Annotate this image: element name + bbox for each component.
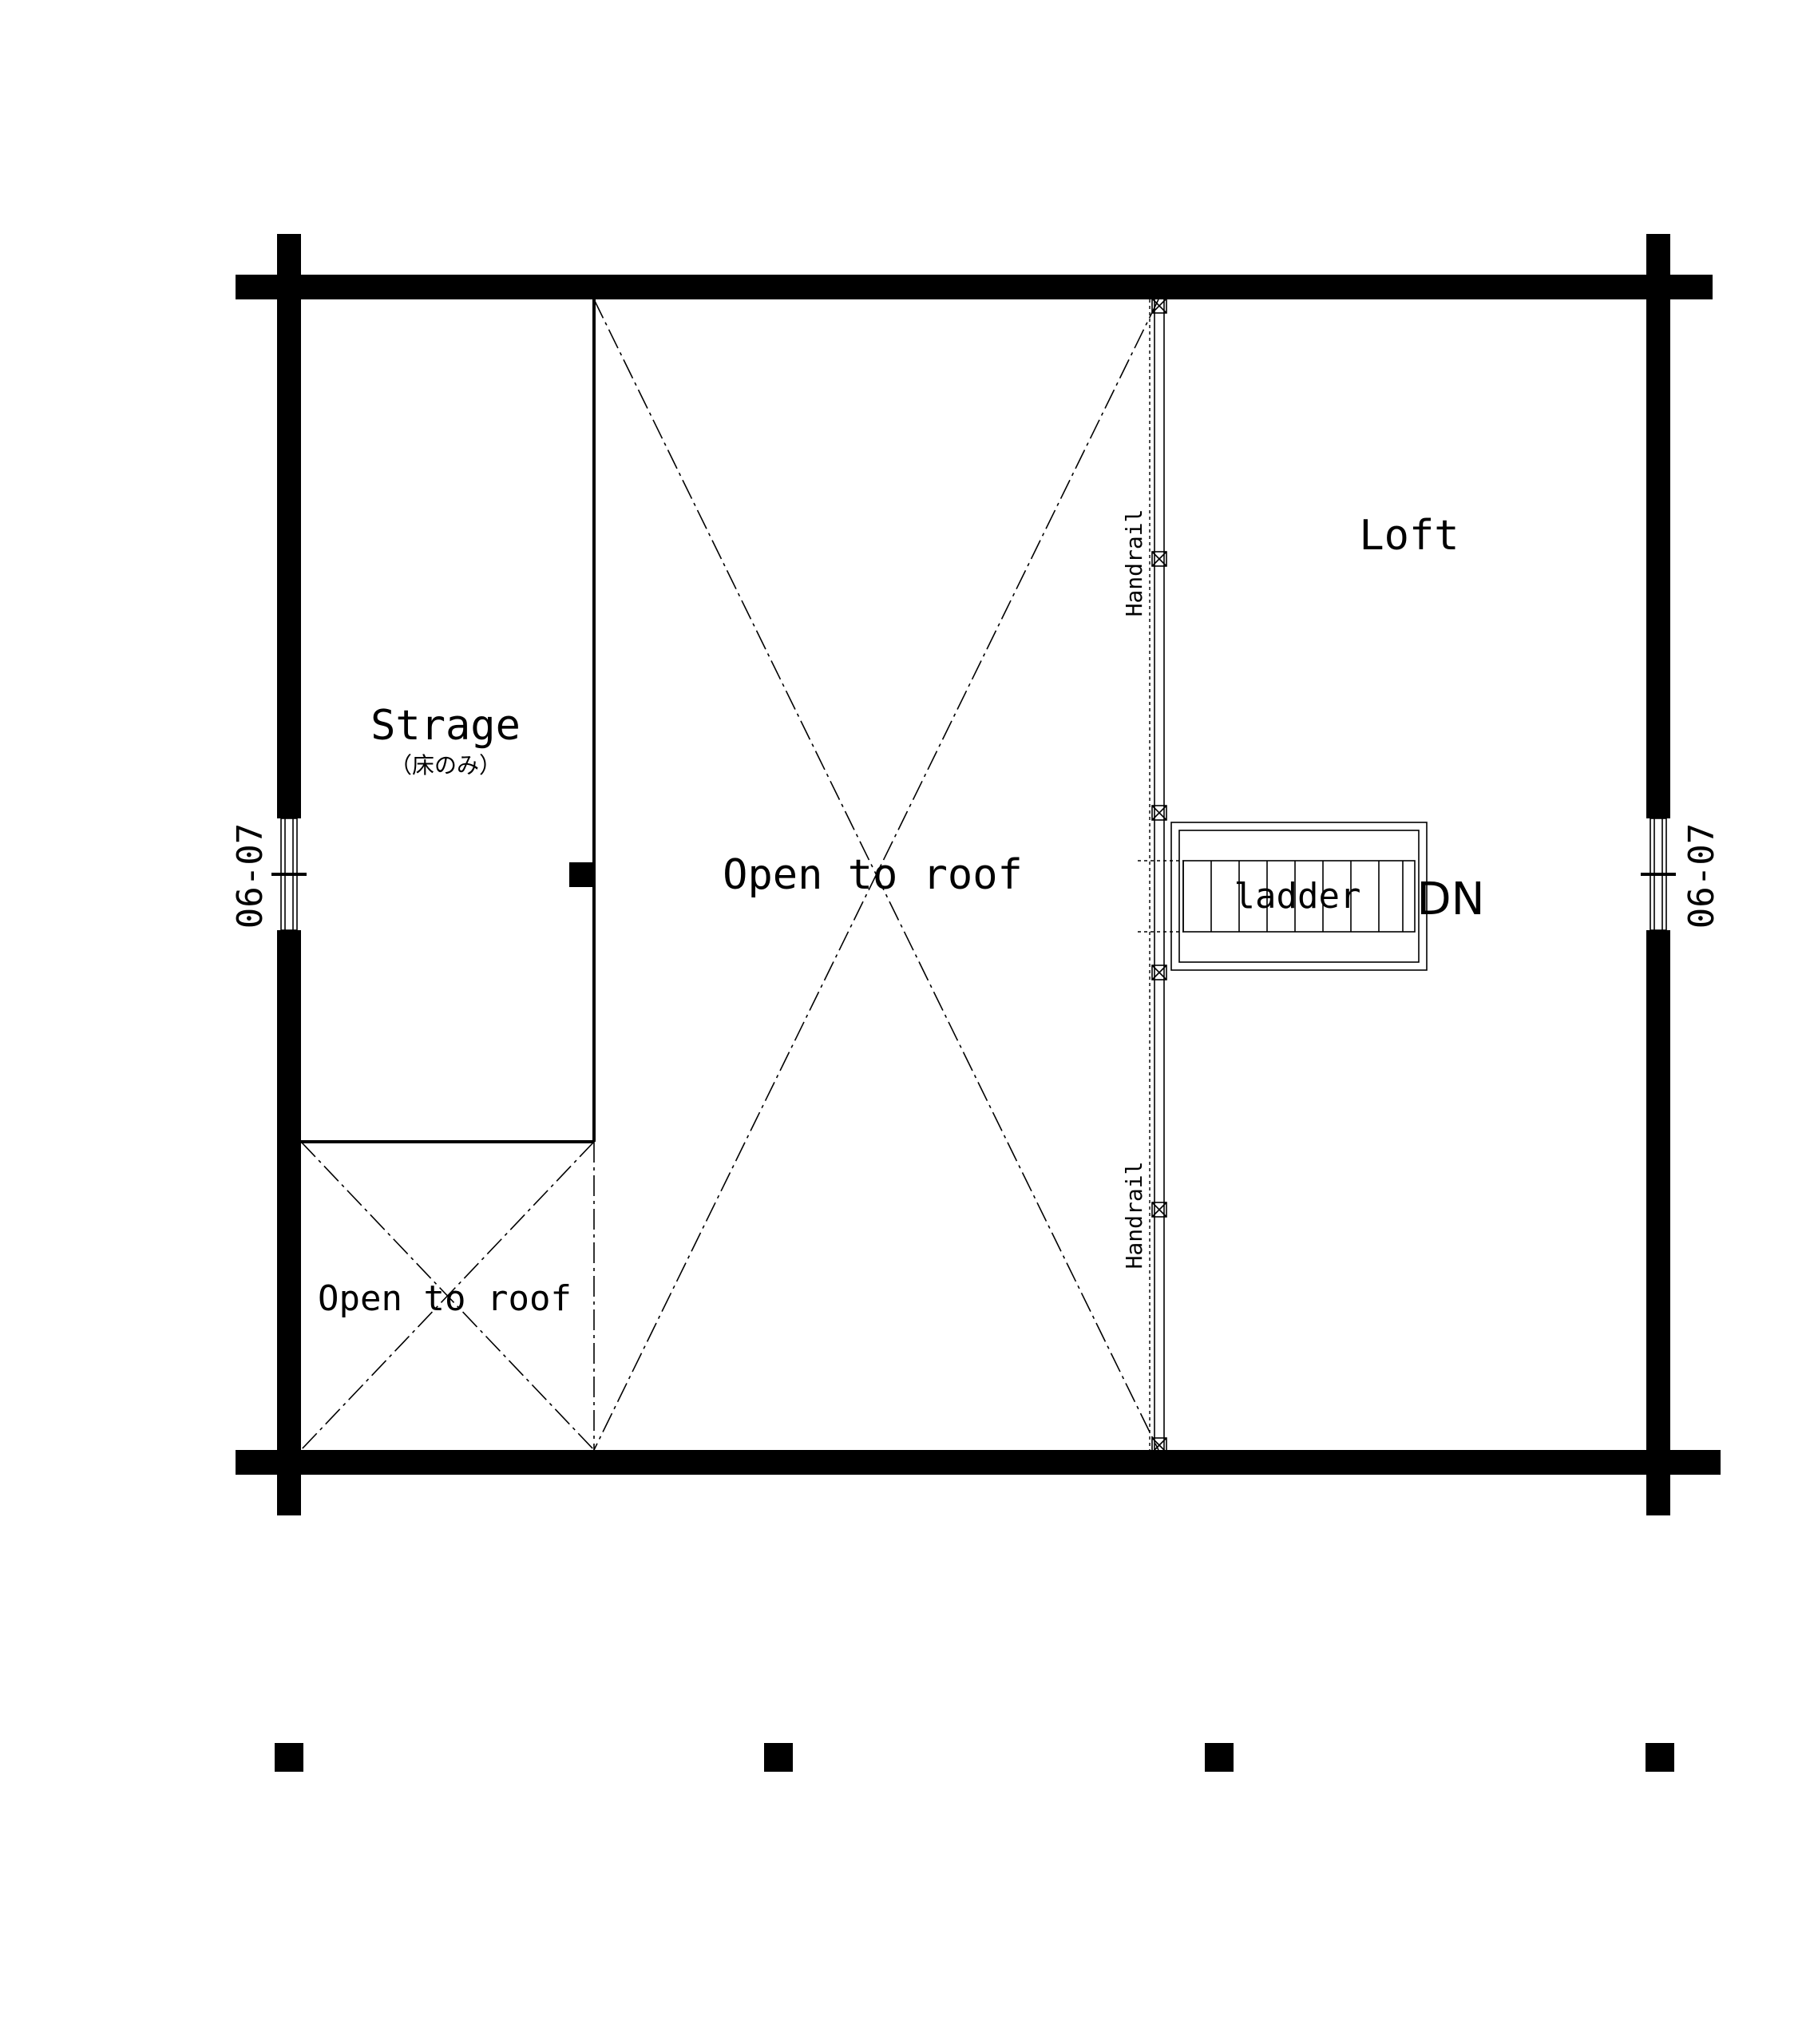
- open-to-roof-main-lines: [593, 299, 1159, 1451]
- exterior-posts: [275, 1743, 1674, 1772]
- handrail-posts: [1151, 298, 1167, 1453]
- label-handrail-lower: Handrail: [1121, 1162, 1147, 1270]
- ladder-opening: [1138, 822, 1428, 971]
- ladder-rungs: [1182, 860, 1416, 933]
- open-to-roof-small-lines: [300, 1141, 595, 1451]
- label-open-to-roof-main: Open to roof: [723, 851, 1023, 899]
- wall-bottom: [236, 1450, 1721, 1475]
- label-storage-note: （床のみ）: [390, 752, 501, 778]
- wall-right-upper: [1646, 234, 1670, 818]
- label-ladder: ladder: [1234, 876, 1361, 917]
- post-storage: [569, 862, 594, 887]
- label-storage: Strage: [370, 702, 521, 750]
- window-right: [1641, 818, 1676, 931]
- wall-right-lower: [1646, 930, 1670, 1515]
- label-open-to-roof-small: Open to roof: [318, 1278, 572, 1319]
- post-4: [1646, 1743, 1674, 1772]
- label-window-right: 06-07: [1681, 823, 1722, 929]
- label-handrail-upper: Handrail: [1121, 509, 1147, 617]
- label-window-left: 06-07: [230, 823, 271, 929]
- wall-left-upper: [277, 234, 301, 818]
- handrail: [1149, 299, 1165, 1450]
- storage-partition: [301, 299, 596, 1143]
- window-left: [271, 818, 307, 931]
- post-3: [1205, 1743, 1234, 1772]
- wall-left-lower: [277, 930, 301, 1515]
- label-loft: Loft: [1359, 512, 1459, 560]
- outer-walls: [236, 234, 1721, 1515]
- wall-top: [236, 275, 1713, 299]
- post-2: [764, 1743, 793, 1772]
- label-down: DN: [1416, 873, 1484, 925]
- post-1: [275, 1743, 303, 1772]
